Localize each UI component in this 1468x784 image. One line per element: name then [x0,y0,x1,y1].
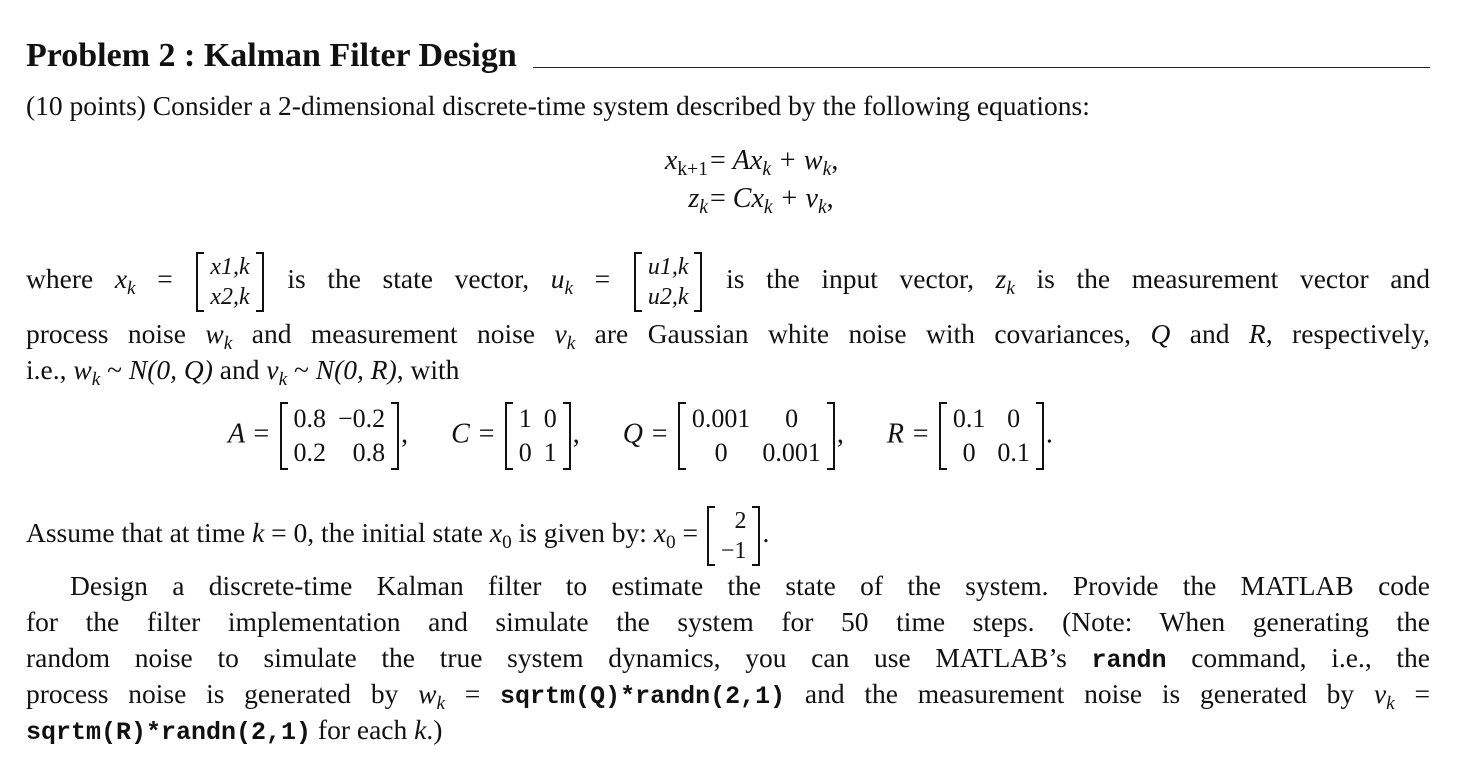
measurement-equation: zk = Cxk + vk, [688,183,834,218]
title-row: Problem 2 : Kalman Filter Design [26,34,1430,74]
noise-line-1: process noise wk and measurement noise v… [26,318,1430,354]
design-line-3: random noise to simulate the true system… [26,642,1430,675]
design-line-1: Design a discrete-time Kalman filter to … [70,570,1430,601]
intro-text: (10 points) Consider a 2-dimensional dis… [26,90,1090,121]
initial-state-line: Assume that at time k = 0, the initial s… [26,505,770,566]
initial-state-vector: 2−1 [706,505,761,566]
page-title: Problem 2 : Kalman Filter Design [26,37,517,74]
noise-line-2: i.e., wk ~ N(0, Q) and vk ~ N(0, R), wit… [26,354,460,390]
design-line-5: sqrtm(R)*randn(2,1) for each k.) [26,714,443,747]
design-line-2: for the filter implementation and simula… [26,606,1430,637]
title-rule [532,67,1430,68]
state-equation: xk+1 = Axk + wk, [664,145,839,180]
system-equations: xk+1 = Axk + wk, zk = Cxk + vk, [0,142,1468,222]
design-line-4: process noise is generated by wk = sqrtm… [26,678,1430,714]
